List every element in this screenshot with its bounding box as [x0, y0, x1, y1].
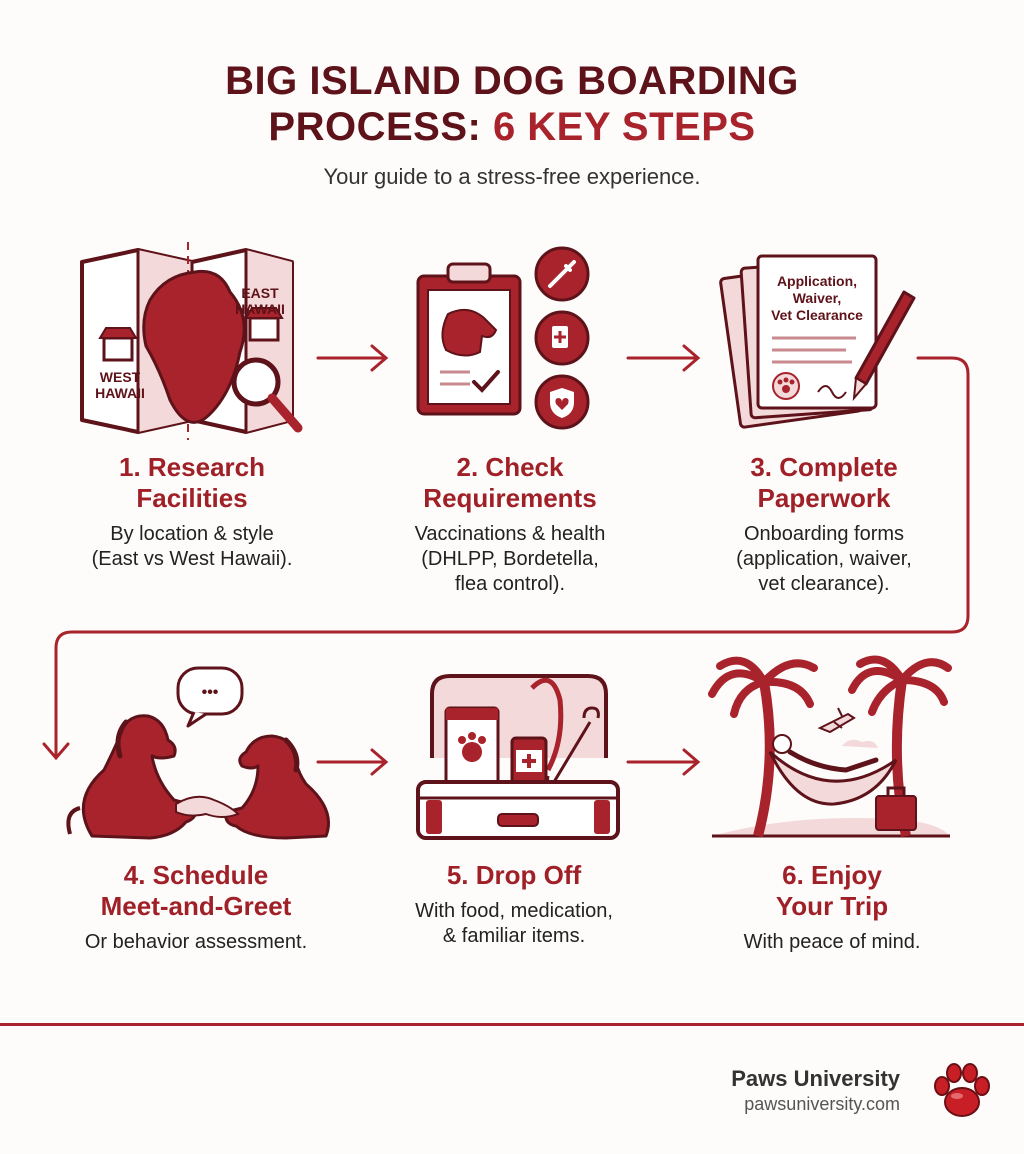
title-line-2: PROCESS: 6 KEY STEPS [0, 104, 1024, 150]
step-4-description: Or behavior assessment. [46, 930, 346, 955]
paper-line3: Vet Clearance [771, 307, 863, 323]
title-line-2-a: PROCESS: [268, 105, 493, 149]
step-1-title-line2: Facilities [136, 483, 248, 513]
step-5-title: 5. Drop Off [446, 860, 582, 890]
step-6-title-line1: 6. Enjoy [782, 860, 882, 890]
connector-3-to-4 [42, 356, 970, 761]
step-4-title-line1: 4. Schedule [123, 860, 269, 890]
step-3-desc-line3: vet clearance). [758, 573, 890, 595]
map-west-line2: HAWAII [95, 385, 145, 401]
step-3-title-line2: Paperwork [757, 483, 891, 513]
arrow-2-to-3 [626, 344, 701, 372]
footer-divider [0, 1023, 1024, 1026]
flow-connectors [42, 344, 970, 776]
title-line-2-b: 6 KEY STEPS [492, 105, 756, 149]
map-east-line2: HAWAII [235, 301, 285, 317]
step-6-description: With peace of mind. [682, 930, 982, 955]
step-4-desc-line1: Or behavior assessment. [84, 931, 308, 953]
page-subtitle: Your guide to a stress-free experience. [323, 164, 701, 189]
brand-url[interactable]: pawsuniversity.com [744, 1094, 900, 1114]
arrow-1-to-2 [316, 344, 389, 372]
map-east-line1: EAST [241, 285, 279, 301]
brand-name: Paws University [731, 1066, 900, 1091]
step-2-desc-line1: Vaccinations & health [414, 523, 606, 545]
map-west-line1: WEST [100, 369, 141, 385]
step-2-desc-line3: flea control). [454, 573, 566, 595]
page-title: BIG ISLAND DOG BOARDING PROCESS: 6 KEY S… [0, 58, 1024, 150]
hammock-icon [708, 655, 952, 838]
step-4-title-line2: Meet-and-Greet [100, 891, 292, 921]
arrow-4-to-5 [316, 748, 389, 776]
suitcase-icon [416, 674, 620, 840]
clipboard-icon [416, 246, 590, 430]
documents-pen-icon: Application, Waiver, Vet Clearance [719, 254, 916, 429]
step-3-desc-line1: Onboarding forms [743, 523, 905, 545]
step-3-description: Onboarding forms (application, waiver, vet… [674, 522, 974, 597]
step-2-title-line2: Requirements [423, 483, 597, 513]
paper-line2: Waiver, [793, 290, 842, 306]
step-2-desc-line2: (DHLPP, Bordetella, [421, 548, 599, 570]
title-line-1: BIG ISLAND DOG BOARDING [225, 59, 799, 103]
paper-line1: Application, [777, 273, 857, 289]
step-2-description: Vaccinations & health (DHLPP, Bordetella,… [360, 522, 660, 597]
step-5-desc-line2: & familiar items. [442, 925, 586, 947]
step-2-title-line1: 2. Check [456, 452, 564, 482]
arrow-5-to-6 [626, 748, 701, 776]
speech-bubble-dots: ••• [202, 684, 219, 701]
step-6-desc-line1: With peace of mind. [743, 931, 921, 953]
step-6-title-line2: Your Trip [775, 891, 889, 921]
step-1-desc-line2: (East vs West Hawaii). [91, 548, 293, 570]
footer-brand: Paws University pawsuniversity.com [731, 1066, 900, 1115]
step-1-title-line1: 1. Research [119, 452, 265, 482]
step-5: 5. Drop Off With food, medication, & fami… [364, 860, 664, 949]
step-3-title-line1: 3. Complete [750, 452, 898, 482]
step-3-desc-line2: (application, waiver, [736, 548, 912, 570]
step-1-description: By location & style (East vs West Hawaii)… [42, 522, 342, 572]
map-search-icon: EAST HAWAII WEST HAWAII [80, 242, 303, 440]
step-1-desc-line1: By location & style [110, 523, 274, 545]
step-5-desc-line1: With food, medication, [415, 900, 613, 922]
step-5-description: With food, medication, & familiar items. [364, 899, 664, 949]
paw-logo-icon [934, 1063, 990, 1117]
dogs-handshake-icon: ••• [66, 666, 330, 840]
